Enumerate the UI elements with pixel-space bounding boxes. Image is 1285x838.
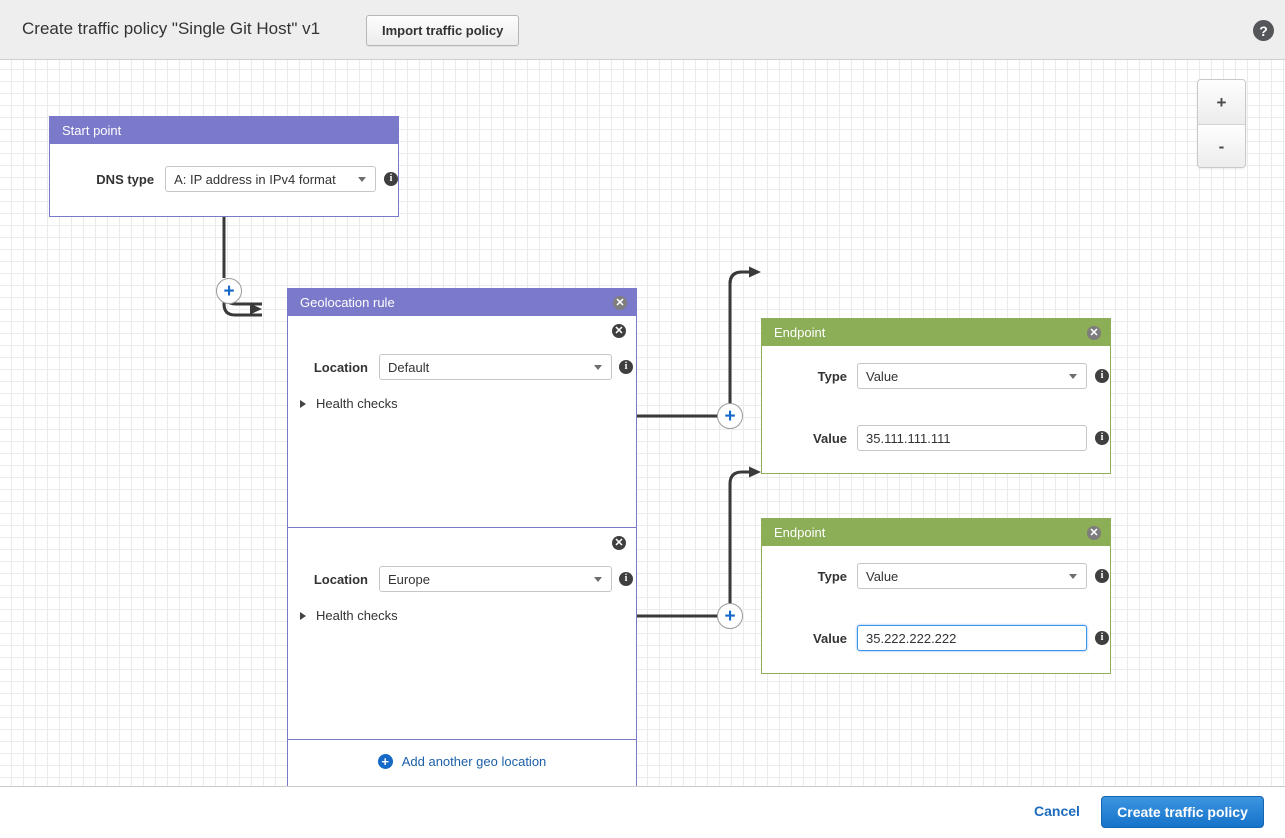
help-icon[interactable]: ? xyxy=(1253,20,1274,41)
add-geo-location-button[interactable]: + Add another geo location xyxy=(288,740,636,782)
endpoint-value-label: Value xyxy=(813,630,847,646)
close-icon[interactable]: ✕ xyxy=(1087,326,1101,340)
endpoint-value-input[interactable]: 35.111.111.111 xyxy=(857,425,1087,451)
endpoint-node[interactable]: Endpoint ✕ Type Value i Value 35.222.222… xyxy=(761,518,1111,674)
health-checks-label: Health checks xyxy=(316,396,398,411)
start-point-body: DNS type A: IP address in IPv4 format i xyxy=(50,144,398,216)
endpoint-node[interactable]: Endpoint ✕ Type Value i Value 35.111.111… xyxy=(761,318,1111,474)
endpoint-type-label: Type xyxy=(817,368,847,384)
endpoint-value-text: 35.111.111.111 xyxy=(866,430,951,446)
endpoint-header: Endpoint ✕ xyxy=(762,519,1110,546)
endpoint-type-value: Value xyxy=(866,368,899,384)
location-value: Default xyxy=(388,359,430,375)
location-label: Location xyxy=(313,571,368,587)
close-icon[interactable]: ✕ xyxy=(613,296,627,310)
endpoint-body: Type Value i Value 35.111.111.111 i xyxy=(762,346,1110,473)
start-point-title: Start point xyxy=(62,123,122,138)
app-header: Create traffic policy "Single Git Host" … xyxy=(0,0,1285,60)
endpoint-value-info-icon[interactable]: i xyxy=(1095,631,1109,645)
endpoint-value-info-icon[interactable]: i xyxy=(1095,431,1109,445)
add-node-plus-button-start[interactable]: + xyxy=(216,278,242,304)
add-node-plus-button-endpoint-1[interactable]: + xyxy=(717,403,743,429)
endpoint-value-label: Value xyxy=(813,430,847,446)
endpoint-header: Endpoint ✕ xyxy=(762,319,1110,346)
endpoint-title: Endpoint xyxy=(774,525,826,540)
chevron-down-icon xyxy=(1069,574,1077,579)
geolocation-rule-header: Geolocation rule ✕ xyxy=(288,289,636,316)
cancel-button[interactable]: Cancel xyxy=(1034,803,1080,819)
close-icon[interactable]: ✕ xyxy=(1087,526,1101,540)
endpoint-type-label: Type xyxy=(817,568,847,584)
location-value: Europe xyxy=(388,571,430,587)
location-info-icon[interactable]: i xyxy=(619,360,633,374)
zoom-controls: + - xyxy=(1197,79,1246,168)
endpoint-type-info-icon[interactable]: i xyxy=(1095,369,1109,383)
health-checks-label: Health checks xyxy=(316,608,398,623)
triangle-right-icon xyxy=(300,399,306,408)
add-node-plus-button-endpoint-2[interactable]: + xyxy=(717,603,743,629)
page-title: Create traffic policy "Single Git Host" … xyxy=(22,19,321,38)
remove-geo-location-icon[interactable]: ✕ xyxy=(612,324,626,338)
canvas-bottom-divider xyxy=(0,786,1285,787)
chevron-down-icon xyxy=(358,177,366,182)
health-checks-toggle[interactable]: Health checks xyxy=(300,608,398,623)
endpoint-value-input[interactable]: 35.222.222.222 xyxy=(857,625,1087,651)
location-select[interactable]: Europe xyxy=(379,566,612,592)
location-info-icon[interactable]: i xyxy=(619,572,633,586)
geo-location-block: ✕ Location Europe i Health checks xyxy=(288,528,636,740)
remove-geo-location-icon[interactable]: ✕ xyxy=(612,536,626,550)
geo-location-block: ✕ Location Default i Health checks xyxy=(288,316,636,528)
dns-type-info-icon[interactable]: i xyxy=(384,172,398,186)
endpoint-title: Endpoint xyxy=(774,325,826,340)
dns-type-label: DNS type xyxy=(96,171,155,187)
zoom-out-button[interactable]: - xyxy=(1198,124,1245,167)
endpoint-type-info-icon[interactable]: i xyxy=(1095,569,1109,583)
policy-canvas[interactable]: + + + + - Start point DNS type A: IP add… xyxy=(0,60,1285,786)
endpoint-value-text: 35.222.222.222 xyxy=(866,630,957,646)
endpoint-body: Type Value i Value 35.222.222.222 i xyxy=(762,546,1110,673)
chevron-down-icon xyxy=(594,365,602,370)
create-traffic-policy-button[interactable]: Create traffic policy xyxy=(1101,796,1264,828)
chevron-down-icon xyxy=(1069,374,1077,379)
dns-type-select[interactable]: A: IP address in IPv4 format xyxy=(165,166,376,192)
health-checks-toggle[interactable]: Health checks xyxy=(300,396,398,411)
plus-icon: + xyxy=(377,753,393,769)
add-geo-location-label: Add another geo location xyxy=(401,753,547,769)
endpoint-type-value: Value xyxy=(866,568,899,584)
chevron-down-icon xyxy=(594,577,602,582)
geolocation-rule-title: Geolocation rule xyxy=(300,295,395,310)
start-point-header: Start point xyxy=(50,117,398,144)
geolocation-rule-node[interactable]: Geolocation rule ✕ ✕ Location Default i … xyxy=(287,288,637,786)
dns-type-value: A: IP address in IPv4 format xyxy=(174,171,336,187)
app-footer xyxy=(0,787,1285,838)
endpoint-type-select[interactable]: Value xyxy=(857,363,1087,389)
zoom-in-button[interactable]: + xyxy=(1198,80,1245,124)
triangle-right-icon xyxy=(300,611,306,620)
import-traffic-policy-button[interactable]: Import traffic policy xyxy=(366,15,520,46)
endpoint-type-select[interactable]: Value xyxy=(857,563,1087,589)
location-select[interactable]: Default xyxy=(379,354,612,380)
start-point-node[interactable]: Start point DNS type A: IP address in IP… xyxy=(49,116,399,217)
location-label: Location xyxy=(313,359,368,375)
